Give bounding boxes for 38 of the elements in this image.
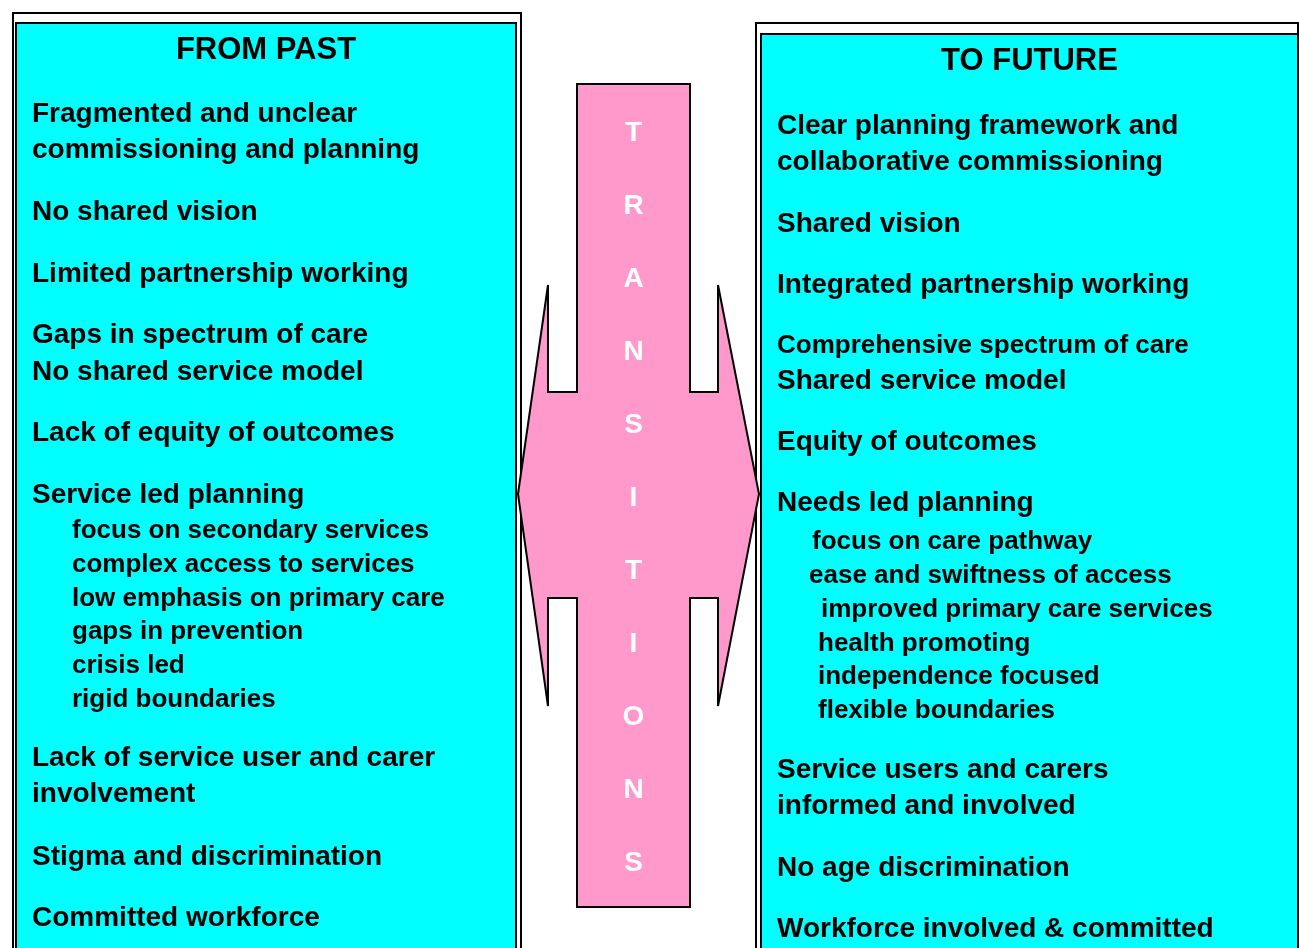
item-text: Service users and carers informed and involved [777,752,1110,822]
item-text: No shared vision [32,194,259,228]
sub-item-text: improved primary care services [821,592,1214,625]
item-text: No shared service model [32,354,365,388]
item-text: Gaps in spectrum of care [32,317,370,351]
sub-item-text: health promoting [818,626,1032,659]
sub-item-text: focus on care pathway [812,524,1094,557]
item-text: Fragmented and unclear commissioning and planning [32,96,421,166]
sub-item-text: gaps in prevention [72,614,305,647]
item-text: Service led planning [32,477,306,511]
sub-item-text: flexible boundaries [818,693,1056,726]
edge-label: TRANSITIONS [618,116,648,919]
item-text: Stigma and discrimination [32,839,384,873]
sub-item-text: crisis led [72,648,186,681]
panel-heading: TO FUTURE [940,41,1119,79]
sub-item-text: independence focused [818,659,1101,692]
item-text: Workforce involved & committed [777,911,1215,945]
item-text: No age discrimination [777,850,1071,884]
item-text: Needs led planning [777,485,1035,519]
item-text: Clear planning framework and collaborative commissioning [777,108,1180,178]
item-text: Lack of equity of outcomes [32,415,396,449]
sub-item-text: focus on secondary services [72,513,430,546]
sub-item-text: rigid boundaries [72,682,277,715]
item-text: Shared service model [777,363,1068,397]
item-text: Comprehensive spectrum of care [777,328,1190,361]
item-text: Integrated partnership working [777,267,1191,301]
panel-heading: FROM PAST [174,30,358,68]
item-text: Lack of service user and carer involvement [32,740,437,810]
item-text: Limited partnership working [32,256,410,290]
sub-item-text: low emphasis on primary care [72,581,446,614]
sub-item-text: complex access to services [72,547,416,580]
double-arrow [517,83,760,908]
sub-item-text: ease and swiftness of access [809,558,1173,591]
list-panel [760,33,1299,948]
item-text: Shared vision [777,206,962,240]
item-text: Committed workforce [32,900,321,934]
list-panel [15,22,517,948]
item-text: Equity of outcomes [777,424,1038,458]
